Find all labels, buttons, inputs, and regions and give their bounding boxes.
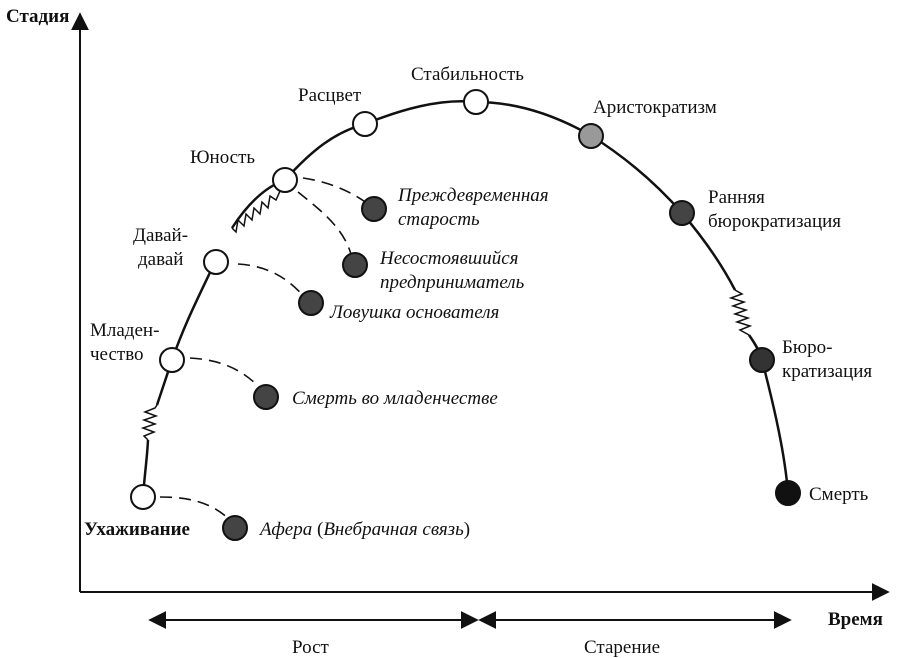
dash-premature xyxy=(302,177,369,205)
spring-gogo xyxy=(231,179,286,234)
label-early-bureaucracy-1: Ранняя xyxy=(708,187,765,208)
label-stability: Стабильность xyxy=(411,64,524,85)
failure-founder-trap-circle xyxy=(298,290,324,316)
dash-founder-trap xyxy=(237,263,306,299)
label-affair: Афера (Внебрачная связь) xyxy=(258,519,470,540)
label-affair-a: Афера xyxy=(258,519,312,540)
label-affair-paren-close: ) xyxy=(464,519,470,540)
label-bureaucracy-1: Бюро- xyxy=(782,337,832,358)
failure-unfulfilled-circle xyxy=(342,252,368,278)
stage-courtship-circle xyxy=(130,484,156,510)
label-premature-1: Преждевременная xyxy=(397,185,549,206)
label-prime: Расцвет xyxy=(298,85,362,106)
label-affair-paren-open: ( xyxy=(312,519,323,540)
y-axis-label: Стадия xyxy=(6,6,69,27)
label-aristocracy: Аристократизм xyxy=(593,97,717,118)
label-infant-mortality: Смерть во младенчестве xyxy=(292,388,498,409)
label-unfulfilled-2: предприниматель xyxy=(380,272,525,293)
stage-bureaucracy-circle xyxy=(749,347,775,373)
label-affair-b: Внебрачная связь xyxy=(323,519,464,540)
aging-phase-label: Старение xyxy=(584,637,660,658)
label-infancy-2: чество xyxy=(90,344,144,365)
stage-early-bureaucracy-circle xyxy=(669,200,695,226)
stage-stability-circle xyxy=(463,89,489,115)
label-founder-trap: Ловушка основателя xyxy=(329,302,499,323)
label-bureaucracy-2: кратизация xyxy=(782,361,872,382)
stage-infancy-circle xyxy=(159,347,185,373)
label-unfulfilled-1: Несостоявшийся xyxy=(379,248,518,269)
stage-aristocracy-circle xyxy=(578,123,604,149)
growth-phase-label: Рост xyxy=(292,637,330,658)
label-courtship: Ухаживание xyxy=(84,519,190,540)
lifecycle-curve xyxy=(141,100,790,498)
stage-adolescence-circle xyxy=(272,167,298,193)
label-gogo-1: Давай- xyxy=(133,225,188,246)
spring-bureaucracy xyxy=(728,289,753,336)
label-premature-2: старость xyxy=(398,209,480,230)
label-gogo-2: давай xyxy=(138,249,183,270)
dash-infant-mortality xyxy=(189,357,263,391)
spring-infancy xyxy=(140,404,159,441)
dash-affair xyxy=(159,496,233,523)
dash-unfulfilled xyxy=(297,191,353,259)
x-axis-label: Время xyxy=(828,609,883,630)
failure-infant-mortality-circle xyxy=(253,384,279,410)
failure-affair-circle xyxy=(222,515,248,541)
label-early-bureaucracy-2: бюрократизация xyxy=(708,211,841,232)
label-adolescence: Юность xyxy=(190,147,255,168)
failure-premature-circle xyxy=(361,196,387,222)
label-death: Смерть xyxy=(809,484,869,505)
label-infancy-1: Младен- xyxy=(90,320,159,341)
stage-gogo-circle xyxy=(203,249,229,275)
stage-prime-circle xyxy=(352,111,378,137)
stage-death-circle xyxy=(775,480,801,506)
